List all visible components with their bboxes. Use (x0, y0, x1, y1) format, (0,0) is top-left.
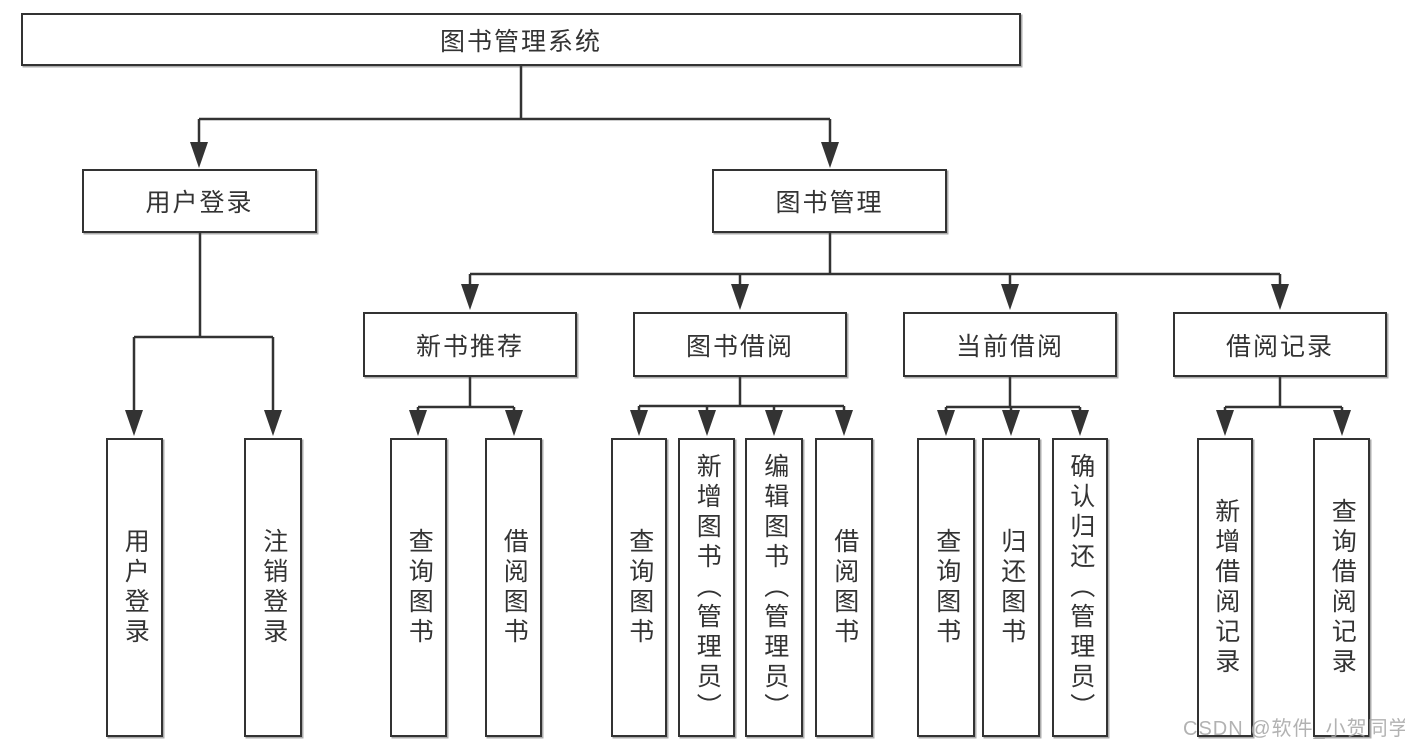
node-label: 借阅记录 (1225, 332, 1334, 361)
arrow-down-icon (125, 410, 143, 436)
leaf-label: 新增图书（管理员） (693, 452, 722, 723)
arrow-down-icon (731, 284, 749, 310)
node-library-management-system: 图书管理系统 (21, 13, 1021, 66)
node-label: 当前借阅 (955, 332, 1064, 361)
arrow-down-icon (937, 410, 955, 436)
arrow-down-icon (630, 410, 648, 436)
leaf-add-borrow-record: 新增借阅记录 (1197, 438, 1253, 737)
node-current-borrowing: 当前借阅 (903, 312, 1117, 377)
arrow-down-icon (1216, 410, 1234, 436)
arrow-down-icon (1001, 284, 1019, 310)
leaf-user-login: 用户登录 (106, 438, 163, 737)
arrow-down-icon (821, 142, 839, 168)
arrow-down-icon (765, 410, 783, 436)
leaf-label: 借阅图书 (500, 527, 529, 648)
leaf-edit-book-admin: 编辑图书（管理员） (745, 438, 803, 737)
node-book-management: 图书管理 (712, 169, 947, 233)
node-new-book-recommendation: 新书推荐 (363, 312, 577, 377)
leaf-query-borrow-record: 查询借阅记录 (1313, 438, 1370, 737)
arrow-down-icon (1333, 410, 1351, 436)
leaf-label: 查询图书 (625, 527, 654, 648)
node-label: 用户登录 (145, 189, 254, 217)
node-book-borrowing: 图书借阅 (633, 312, 847, 377)
arrow-down-icon (1002, 410, 1020, 436)
leaf-label: 新增借阅记录 (1211, 497, 1240, 678)
leaf-borrow-book-borrowing: 借阅图书 (815, 438, 873, 737)
leaf-label: 用户登录 (121, 527, 150, 648)
leaf-label: 注销登录 (259, 527, 288, 648)
node-label: 图书借阅 (685, 332, 794, 361)
arrow-down-icon (698, 410, 716, 436)
leaf-confirm-return-admin: 确认归还（管理员） (1052, 438, 1108, 737)
leaf-label: 查询图书 (932, 527, 961, 648)
node-user-login: 用户登录 (82, 169, 317, 233)
arrow-down-icon (190, 142, 208, 168)
node-label: 图书管理系统 (439, 27, 602, 56)
arrow-down-icon (505, 410, 523, 436)
arrowhead-icons (125, 142, 1351, 436)
leaf-query-book-borrowing: 查询图书 (611, 438, 667, 737)
leaf-query-book-newbook: 查询图书 (390, 438, 447, 737)
leaf-add-book-admin: 新增图书（管理员） (678, 438, 735, 737)
leaf-borrow-book-newbook: 借阅图书 (485, 438, 542, 737)
leaf-label: 查询借阅记录 (1328, 497, 1357, 678)
leaf-query-book-current: 查询图书 (917, 438, 975, 737)
leaf-logout: 注销登录 (244, 438, 302, 737)
leaf-label: 借阅图书 (830, 527, 859, 648)
csdn-watermark: CSDN @软件_小贺同学 (1183, 718, 1405, 740)
arrow-down-icon (409, 410, 427, 436)
leaf-label: 编辑图书（管理员） (760, 452, 789, 723)
arrow-down-icon (1071, 410, 1089, 436)
leaf-label: 确认归还（管理员） (1066, 452, 1095, 723)
arrow-down-icon (461, 284, 479, 310)
leaf-label: 查询图书 (405, 527, 434, 648)
node-borrowing-records: 借阅记录 (1173, 312, 1387, 377)
node-label: 图书管理 (775, 189, 884, 217)
arrow-down-icon (264, 410, 282, 436)
node-label: 新书推荐 (415, 332, 524, 361)
arrow-down-icon (835, 410, 853, 436)
leaf-return-book: 归还图书 (982, 438, 1040, 737)
leaf-label: 归还图书 (997, 527, 1026, 648)
arrow-down-icon (1271, 284, 1289, 310)
